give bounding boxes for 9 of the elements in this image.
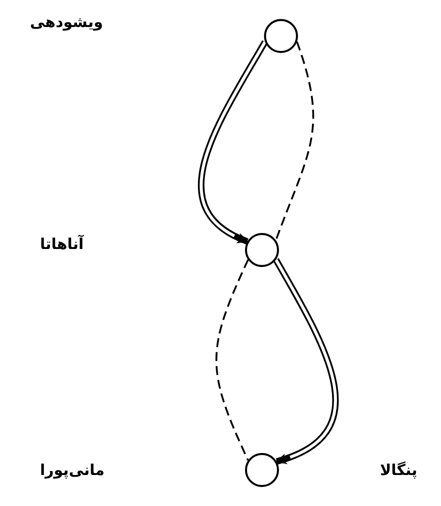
arrow [198, 40, 268, 244]
circle-node [245, 233, 279, 267]
text-label: آناهاتا [40, 235, 84, 253]
circle-node [264, 19, 298, 53]
circle-node [245, 453, 279, 487]
arrow [273, 258, 339, 465]
text-label: پنگالا [380, 461, 418, 479]
text-label: ویشودهی [30, 13, 103, 31]
text-label: مانی‌پورا [40, 461, 105, 479]
